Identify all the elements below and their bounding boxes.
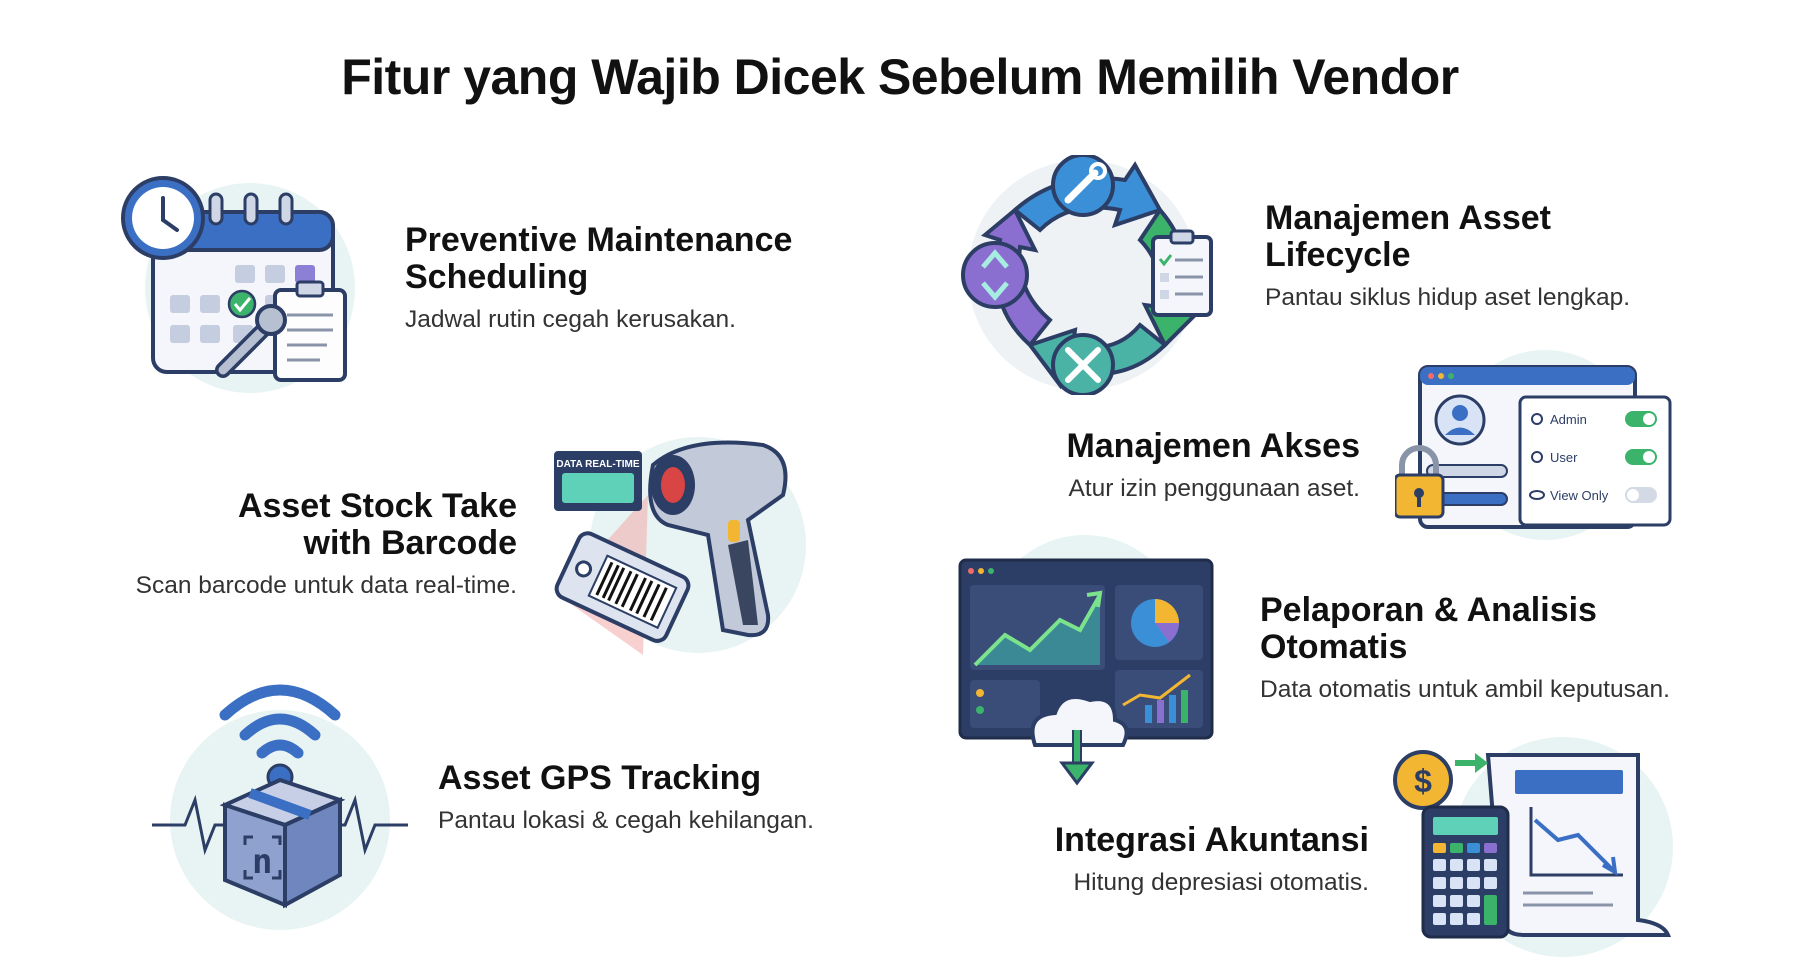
barcode-scanner-illustration: DATA REAL-TIME [548,425,808,665]
feature-description: Jadwal rutin cegah kerusakan. [405,306,736,333]
feature-description: Data otomatis untuk ambil keputusan. [1260,676,1670,703]
scanner-tag-label: DATA REAL-TIME [556,459,639,470]
feature-description: Hitung depresiasi otomatis. [1073,869,1369,896]
feature-description: Scan barcode untuk data real-time. [135,572,517,599]
svg-text:n: n [252,842,272,882]
access-control-illustration: Admin User View Only [1395,345,1675,545]
feature-title: Asset GPS Tracking [438,759,762,797]
feature-title: Manajemen Akses [1066,427,1360,465]
role-admin-label: Admin [1550,412,1587,427]
maintenance-calendar-illustration [115,170,375,395]
feature-description: Pantau siklus hidup aset lengkap. [1265,284,1631,311]
accounting-calculator-illustration: $ [1393,735,1683,965]
role-view-only-label: View Only [1550,488,1609,503]
reporting-dashboard-illustration [955,535,1215,790]
role-user-label: User [1550,450,1578,465]
feature-gps-tracking: Asset GPS Tracking Pantau lokasi & cegah… [438,760,814,835]
lifecycle-cycle-illustration [955,155,1225,395]
svg-text:$: $ [1414,763,1432,799]
feature-access-management: Manajemen Akses Atur izin penggunaan ase… [1066,428,1360,503]
feature-description: Pantau lokasi & cegah kehilangan. [438,807,814,834]
feature-description: Atur izin penggunaan aset. [1068,475,1361,502]
gps-box-illustration: n [150,665,410,930]
page-title: Fitur yang Wajib Dicek Sebelum Memilih V… [341,49,1459,105]
feature-title: Integrasi Akuntansi [1054,821,1369,859]
feature-accounting-integration: Integrasi Akuntansi Hitung depresiasi ot… [1055,822,1369,897]
